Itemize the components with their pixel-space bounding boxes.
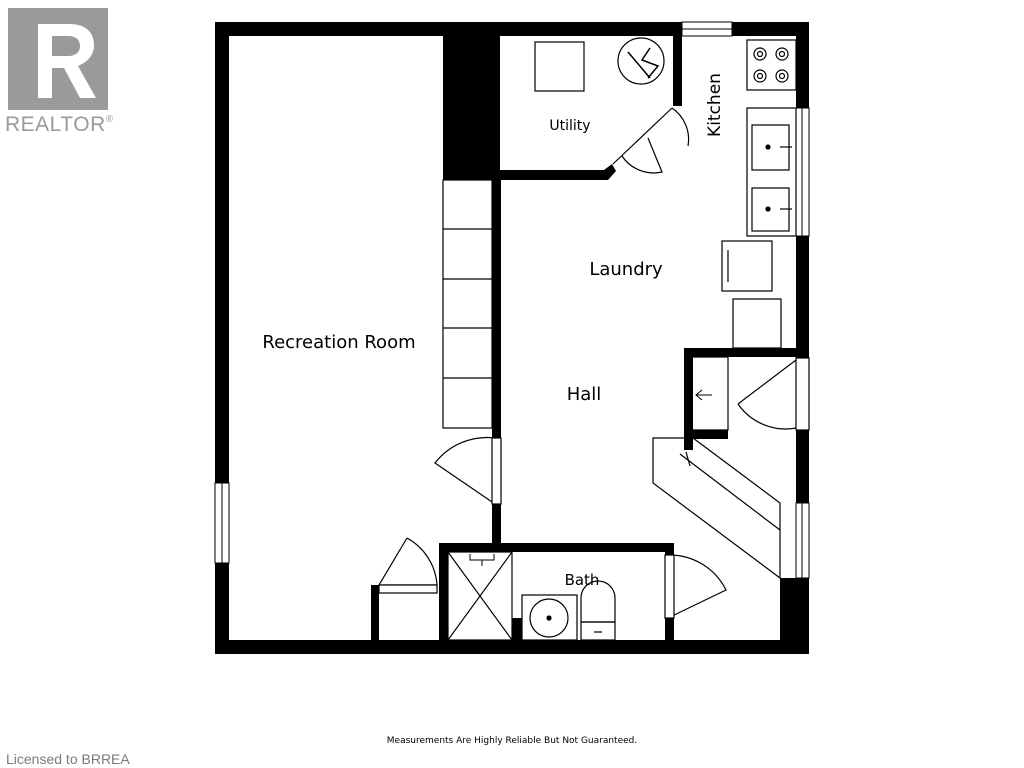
label-laundry: Laundry bbox=[589, 259, 663, 280]
dryer bbox=[732, 298, 782, 349]
license-text: Licensed to BRREA bbox=[6, 751, 130, 767]
staircase-lower bbox=[652, 437, 781, 580]
water-heater bbox=[617, 37, 665, 85]
interior-walls bbox=[371, 36, 796, 640]
label-hall: Hall bbox=[567, 384, 602, 405]
stove bbox=[746, 39, 797, 91]
door-utility-2 bbox=[621, 137, 663, 174]
staircase bbox=[442, 179, 493, 429]
realtor-wordmark: REALTOR® bbox=[5, 113, 114, 136]
toilet bbox=[580, 580, 616, 623]
label-recreation-room: Recreation Room bbox=[262, 332, 415, 353]
doors bbox=[378, 107, 810, 619]
label-kitchen: Kitchen bbox=[705, 73, 725, 137]
kitchen-counter bbox=[746, 107, 797, 237]
door-bath bbox=[667, 554, 727, 619]
fixtures bbox=[447, 37, 797, 641]
room-labels: Recreation Room Utility Kitchen Laundry … bbox=[262, 73, 725, 589]
furnace bbox=[534, 41, 585, 92]
door-closet-right bbox=[737, 359, 797, 430]
vanity bbox=[521, 594, 578, 641]
label-bath: Bath bbox=[565, 571, 600, 589]
shower bbox=[447, 551, 513, 641]
label-utility: Utility bbox=[549, 118, 590, 134]
washer bbox=[721, 240, 773, 292]
closet-shelf bbox=[693, 356, 729, 431]
door-closet bbox=[379, 537, 438, 586]
door-utility-1 bbox=[612, 107, 690, 165]
measurement-disclaimer: Measurements Are Highly Reliable But Not… bbox=[386, 736, 638, 746]
door-recreation bbox=[434, 436, 496, 505]
bath-sink bbox=[529, 598, 569, 638]
realtor-r-logo-icon bbox=[8, 8, 108, 110]
